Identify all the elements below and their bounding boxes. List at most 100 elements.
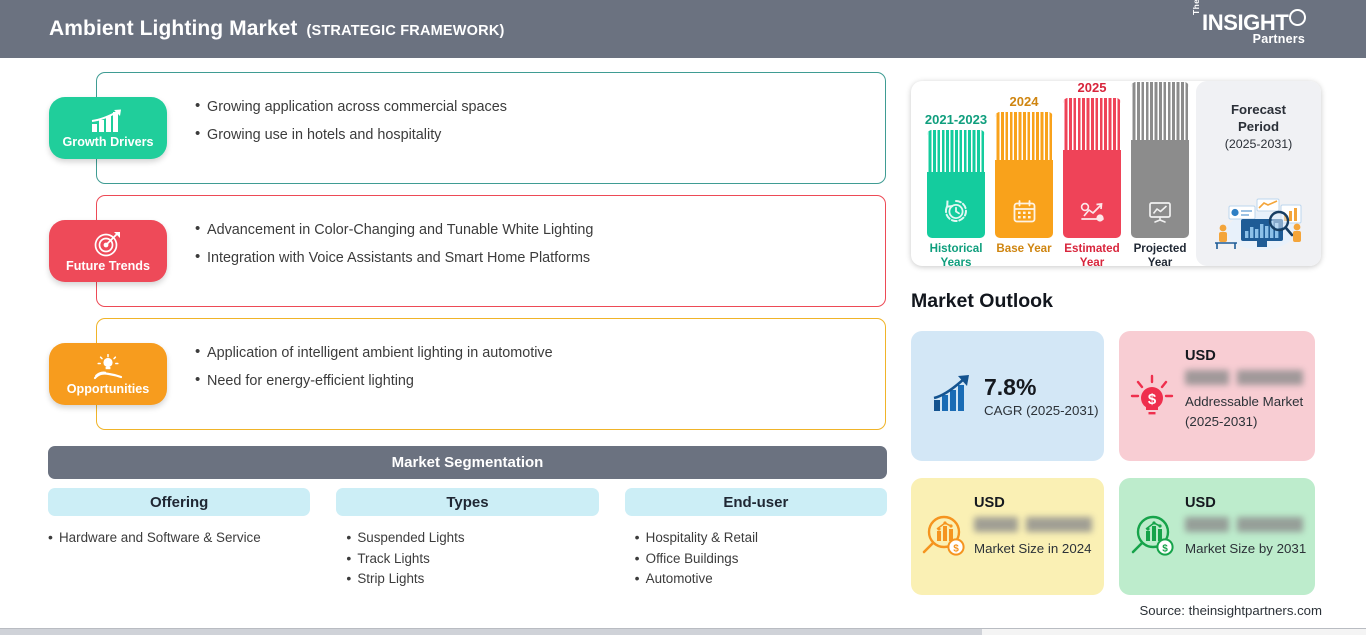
badge-label: Growth Drivers <box>62 134 154 149</box>
segment-column-end-user: End-user Hospitality & Retail Office Bui… <box>624 488 887 590</box>
calendar-icon <box>1012 199 1037 229</box>
list-item: Growing use in hotels and hospitality <box>195 120 885 149</box>
currency-label: USD <box>1185 348 1216 364</box>
forecast-label-line2: Period <box>1237 119 1280 134</box>
timeline-bar <box>995 112 1053 238</box>
timeline-bar <box>927 130 985 238</box>
currency-label: USD <box>974 495 1005 511</box>
badge-opportunities: Opportunities <box>49 343 167 405</box>
card-addressable-market: $ USD Addressable Market (2025-2031) <box>1119 331 1315 461</box>
card-caption: Market Size by 2031 <box>1185 541 1307 556</box>
timeline-caption: Estimated Year <box>1064 242 1120 266</box>
card-text-column: USD Market Size by 2031 <box>1185 495 1315 595</box>
bar-chart-growth-icon <box>90 109 126 133</box>
bar-stripe-pattern <box>927 130 985 172</box>
cagr-text-group: 7.8% CAGR (2025-2031) <box>984 373 1099 418</box>
timeline-bar <box>1063 98 1121 238</box>
left-column: Growing application across commercial sp… <box>0 58 900 618</box>
card-market-size-2031: $ USD Market Size by 2031 <box>1119 478 1315 595</box>
badge-label: Future Trends <box>66 258 150 273</box>
list-item: Need for energy-efficient lighting <box>195 366 885 395</box>
timeline-caption: Projected Year <box>1133 242 1187 266</box>
forecast-period-range: (2025-2031) <box>1224 137 1293 151</box>
segmentation-columns: Offering Hardware and Software & Service… <box>48 488 887 590</box>
logo-partners-text: Partners <box>1252 32 1305 46</box>
logo-ring-icon <box>1289 9 1306 26</box>
timeline-item-estimated: 2025 Estimated <box>1063 81 1121 266</box>
card-caption: Addressable Market (2025-2031) <box>1185 394 1304 429</box>
blurred-value-placeholder <box>1185 370 1307 385</box>
card-cagr: 7.8% CAGR (2025-2031) <box>911 331 1104 461</box>
badge-label: Opportunities <box>66 381 150 396</box>
cagr-caption: CAGR (2025-2031) <box>984 402 1099 418</box>
market-outlook-title: Market Outlook <box>911 290 1053 312</box>
segment-column-types: Types Suspended Lights Track Lights Stri… <box>336 488 599 590</box>
logo-insight-text: INSIGHT <box>1202 10 1289 35</box>
study-period-timeline: 2021-2023 Historical Years <box>911 81 1321 266</box>
card-market-size-2024: $ USD Market Size in 2024 <box>911 478 1104 595</box>
bar-stripe-pattern <box>995 112 1053 160</box>
segment-title: End-user <box>624 488 887 516</box>
timeline-bars: 2021-2023 Historical Years <box>911 81 1196 266</box>
list-item: Application of intelligent ambient light… <box>195 338 885 367</box>
timeline-year: 2025 <box>1077 81 1107 95</box>
timeline-caption: Base Year <box>996 242 1052 255</box>
list-item: Integration with Voice Assistants and Sm… <box>195 243 885 272</box>
list-item: Strip Lights <box>346 568 598 590</box>
timeline-caption: Historical Years <box>929 242 983 266</box>
opportunities-bullet-list: Application of intelligent ambient light… <box>195 338 885 395</box>
blurred-value-placeholder <box>1185 517 1307 532</box>
header-title-group: Ambient Lighting Market (STRATEGIC FRAME… <box>49 17 505 41</box>
insight-partners-logo: The INSIGHT Partners <box>1190 0 1310 52</box>
list-item: Office Buildings <box>635 548 887 570</box>
segment-column-offering: Offering Hardware and Software & Service <box>48 488 311 590</box>
market-segmentation-heading: Market Segmentation <box>48 446 887 479</box>
card-icon-column: $ <box>1119 348 1185 461</box>
section-future-trends: Advancement in Color-Changing and Tunabl… <box>96 195 886 307</box>
forecast-label-line1: Forecast <box>1231 102 1286 117</box>
target-dart-icon <box>93 231 123 257</box>
magnifier-bars-dollar-icon: $ <box>919 513 967 564</box>
horizontal-scrollbar[interactable] <box>0 628 1366 635</box>
bar-chart-arrow-icon <box>931 374 975 419</box>
logo-the-text: The <box>1191 0 1201 15</box>
segment-title: Offering <box>48 488 311 516</box>
forecast-period-panel: Forecast Period (2025-2031) <box>1196 81 1321 266</box>
segment-item-list: Hospitality & Retail Office Buildings Au… <box>635 527 887 590</box>
list-item: Hospitality & Retail <box>635 527 887 549</box>
badge-future-trends: Future Trends <box>49 220 167 282</box>
timeline-year: 2024 <box>1009 94 1039 109</box>
timeline-year: 2021-2023 <box>924 112 988 127</box>
list-item: Automotive <box>635 568 887 590</box>
list-item: Advancement in Color-Changing and Tunabl… <box>195 215 885 244</box>
presentation-chart-icon <box>1147 200 1173 229</box>
svg-text:$: $ <box>1162 543 1168 554</box>
growth-drivers-bullet-list: Growing application across commercial sp… <box>195 92 885 149</box>
blurred-value-placeholder <box>974 517 1096 532</box>
page-title: Ambient Lighting Market <box>49 17 298 40</box>
card-text-column: USD Addressable Market (2025-2031) <box>1185 348 1315 461</box>
list-item: Track Lights <box>346 548 598 570</box>
bar-stripe-pattern <box>1131 82 1189 140</box>
forecast-chart-icon <box>1079 200 1106 229</box>
list-item: Hardware and Software & Service <box>48 527 310 549</box>
segment-item-list: Suspended Lights Track Lights Strip Ligh… <box>346 527 598 590</box>
card-icon-column: $ <box>911 495 974 595</box>
list-item: Growing application across commercial sp… <box>195 92 885 121</box>
cagr-value: 7.8% <box>984 373 1037 400</box>
card-icon-column: $ <box>1119 495 1185 595</box>
svg-text:$: $ <box>1148 391 1157 408</box>
timeline-item-historical: 2021-2023 Historical Years <box>925 112 987 266</box>
section-opportunities: Application of intelligent ambient light… <box>96 318 886 430</box>
magnifier-bars-dollar-icon: $ <box>1128 513 1176 564</box>
timeline-item-projected: 2031 Projected Year <box>1131 82 1189 266</box>
segment-title: Types <box>336 488 599 516</box>
dollar-lightbulb-icon: $ <box>1129 374 1175 425</box>
segment-item-list: Hardware and Software & Service <box>48 527 310 549</box>
right-column: 2021-2023 Historical Years <box>900 58 1366 618</box>
page-header: Ambient Lighting Market (STRATEGIC FRAME… <box>0 0 1366 58</box>
hand-lightbulb-icon <box>91 353 125 380</box>
scrollbar-thumb[interactable] <box>0 629 982 635</box>
page-subtitle: (STRATEGIC FRAMEWORK) <box>306 23 505 39</box>
